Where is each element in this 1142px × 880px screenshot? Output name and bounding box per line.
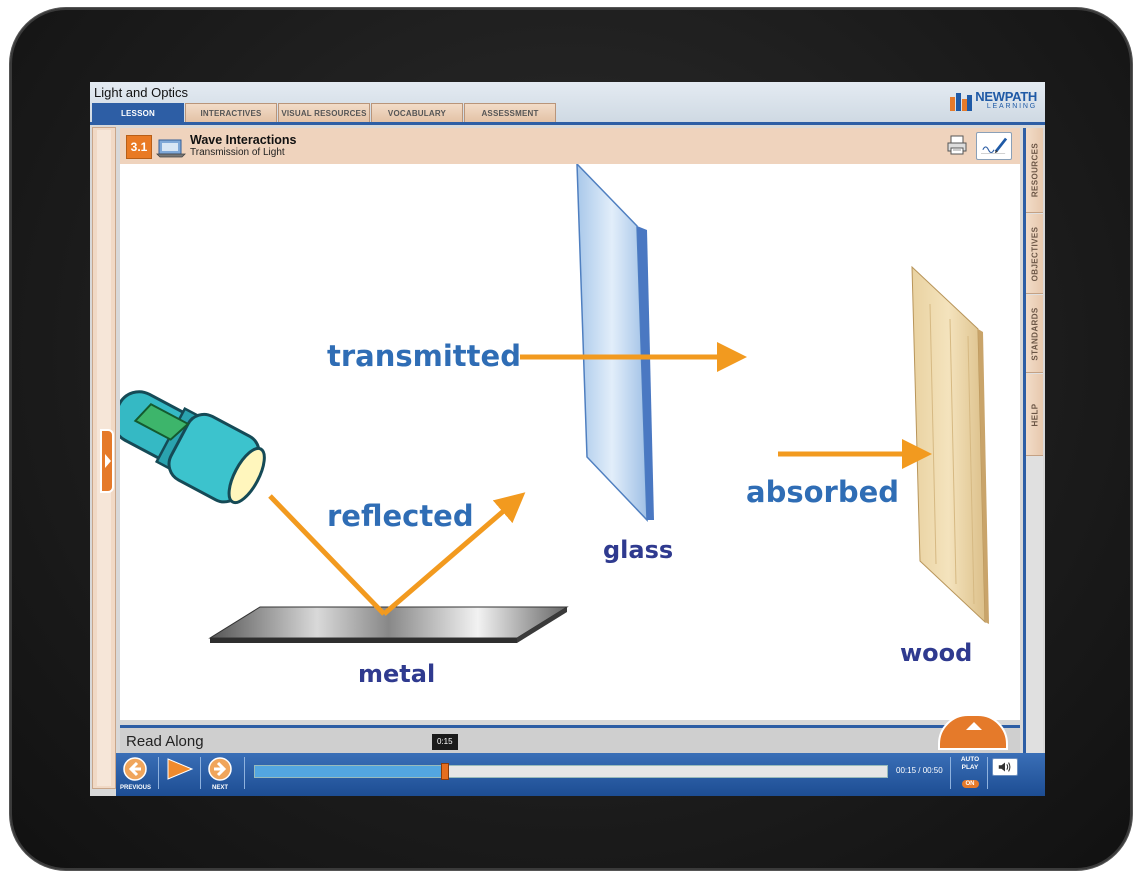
title-divider xyxy=(90,122,1045,125)
timeline-slider[interactable]: 0:15 xyxy=(254,734,888,780)
label-glass: glass xyxy=(603,536,673,564)
expand-left-panel-button[interactable] xyxy=(100,429,114,493)
label-transmitted: transmitted xyxy=(327,339,521,373)
notes-button[interactable] xyxy=(976,132,1012,160)
tab-assessment[interactable]: ASSESSMENT xyxy=(464,103,556,122)
logo-line-2: LEARNING xyxy=(986,103,1037,110)
expand-read-along-button[interactable] xyxy=(938,714,1008,750)
side-tab-resources[interactable]: RESOURCES xyxy=(1026,128,1043,213)
lesson-book-icon xyxy=(156,139,186,158)
read-along-label: Read Along xyxy=(126,733,204,750)
wood-board xyxy=(911,265,989,624)
current-time-tooltip: 0:15 xyxy=(432,734,458,750)
app-screen: Light and Optics LESSON INTERACTIVES VIS… xyxy=(90,82,1045,796)
light-arrows xyxy=(268,342,932,616)
light-interaction-diagram: transmitted reflected absorbed glass met… xyxy=(120,164,989,688)
lesson-content: transmitted reflected absorbed glass met… xyxy=(120,164,1020,720)
tab-visual-resources[interactable]: VISUAL RESOURCES xyxy=(278,103,370,122)
left-panel xyxy=(92,127,116,789)
label-reflected: reflected xyxy=(327,499,474,533)
metal-plate xyxy=(208,606,569,643)
tab-lesson[interactable]: LESSON xyxy=(92,103,184,122)
lesson-title: Wave Interactions xyxy=(190,133,297,147)
glass-panel xyxy=(576,164,654,522)
autoplay-state: ON xyxy=(961,780,979,788)
previous-icon[interactable] xyxy=(123,757,147,781)
side-tabs: RESOURCES OBJECTIVES STANDARDS HELP xyxy=(1023,128,1043,785)
previous-caption: PREVIOUS xyxy=(120,785,152,791)
notes-icon xyxy=(981,137,1008,154)
reflected-ray-arrow xyxy=(382,492,526,616)
tab-interactives[interactable]: INTERACTIVES xyxy=(185,103,277,122)
volume-button[interactable] xyxy=(992,758,1018,776)
volume-icon xyxy=(998,762,1011,772)
autoplay-toggle[interactable]: AUTO PLAY ON xyxy=(960,756,980,788)
side-tab-objectives[interactable]: OBJECTIVES xyxy=(1026,214,1043,294)
side-tab-standards[interactable]: STANDARDS xyxy=(1026,295,1043,373)
logo-line-1: NEWPATH xyxy=(975,89,1037,104)
playback-controls: PREVIOUS NEXT 0:15 00:15 / 00:50 AUTO PL… xyxy=(116,734,1045,796)
label-metal: metal xyxy=(358,660,435,688)
label-wood: wood xyxy=(900,639,972,667)
lesson-header: 3.1 Wave Interactions Transmission of Li… xyxy=(120,128,1020,164)
lesson-subtitle: Transmission of Light xyxy=(190,147,285,158)
tab-vocabulary[interactable]: VOCABULARY xyxy=(371,103,463,122)
timeline-progress xyxy=(255,766,445,777)
lesson-number-badge: 3.1 xyxy=(126,135,152,159)
time-readout: 00:15 / 00:50 xyxy=(896,766,943,775)
newpath-logo: NEWPATH LEARNING xyxy=(950,89,1037,113)
main-tabs: LESSON INTERACTIVES VISUAL RESOURCES VOC… xyxy=(92,103,557,122)
flashlight-illustration xyxy=(120,390,266,505)
side-tab-help[interactable]: HELP xyxy=(1026,374,1043,456)
incident-ray-arrow xyxy=(268,494,386,616)
books-logo-icon xyxy=(950,93,973,111)
next-icon[interactable] xyxy=(208,757,232,781)
read-along-bar: Read Along xyxy=(120,714,1020,753)
next-caption: NEXT xyxy=(212,785,229,791)
print-icon[interactable] xyxy=(946,134,968,156)
title-bar: Light and Optics LESSON INTERACTIVES VIS… xyxy=(90,82,1045,122)
timeline-thumb[interactable] xyxy=(441,763,449,780)
play-icon[interactable] xyxy=(164,757,194,781)
app-title: Light and Optics xyxy=(94,85,188,100)
label-absorbed: absorbed xyxy=(746,475,899,509)
